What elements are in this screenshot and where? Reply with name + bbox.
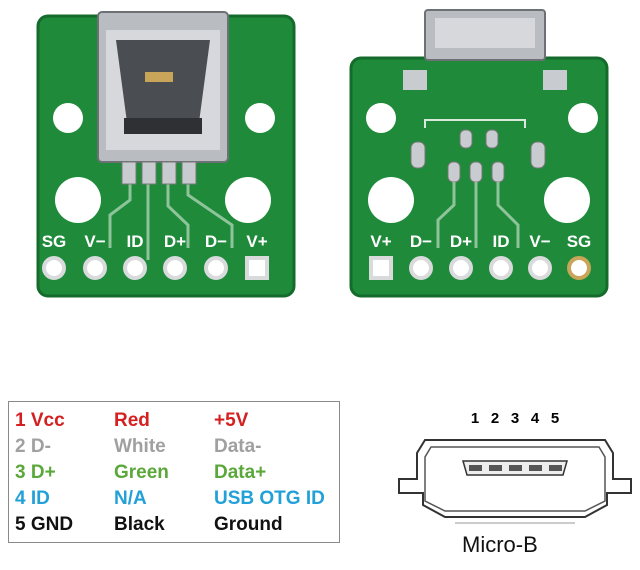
pin-label: D+ xyxy=(164,232,186,251)
mounting-hole xyxy=(368,177,414,223)
pinout-row: 1 Vcc Red +5V xyxy=(9,408,339,434)
pin-label: V+ xyxy=(246,232,267,251)
micro-usb-breakout-board: V+ D− D+ ID V− SG xyxy=(333,0,623,310)
pin-number: 1 Vcc xyxy=(15,410,65,431)
signal-name: Ground xyxy=(214,514,283,535)
pin-number: 2 D- xyxy=(15,436,51,457)
pin-label: D− xyxy=(410,232,432,251)
solder-pads xyxy=(369,256,591,280)
micro-b-connector-diagram: 1 2 3 4 5 xyxy=(395,405,635,565)
mounting-hole xyxy=(245,103,275,133)
pin-label: SG xyxy=(567,232,592,251)
traces xyxy=(108,178,234,260)
pin-number-label: 4 xyxy=(531,410,540,427)
mounting-hole xyxy=(366,103,396,133)
pin-number-label: 2 xyxy=(491,410,499,427)
signal-name: Data+ xyxy=(214,462,267,483)
pin-label: V+ xyxy=(370,232,391,251)
mini-usb-breakout-board: SG V− ID D+ D− V+ xyxy=(20,0,310,310)
mounting-hole xyxy=(55,177,101,223)
pin-number-label: 5 xyxy=(551,410,559,427)
pin-label: ID xyxy=(127,232,144,251)
pinout-row: 4 ID N/A USB OTG ID xyxy=(9,486,339,512)
mounting-hole xyxy=(544,177,590,223)
pinout-row: 3 D+ Green Data+ xyxy=(9,460,339,486)
traces xyxy=(436,182,520,248)
pinout-row: 2 D- White Data- xyxy=(9,434,339,460)
signal-name: USB OTG ID xyxy=(214,488,325,509)
pin-label: V− xyxy=(84,232,105,251)
wire-color: N/A xyxy=(114,488,147,509)
pinout-table: 1 Vcc Red +5V 2 D- White Data- 3 D+ Gree… xyxy=(8,401,340,543)
wire-color: Black xyxy=(114,514,165,535)
pin-number: 4 ID xyxy=(15,488,50,509)
signal-name: Data- xyxy=(214,436,262,457)
solder-pads xyxy=(42,256,269,280)
pin-number: 5 GND xyxy=(15,514,74,535)
pin-number: 3 D+ xyxy=(15,462,56,483)
wire-color: White xyxy=(114,436,166,457)
wire-color: Red xyxy=(114,410,150,431)
pin-label: ID xyxy=(493,232,510,251)
pin-label: V− xyxy=(529,232,550,251)
connector-shell xyxy=(398,439,632,518)
pin-label: D+ xyxy=(450,232,472,251)
mounting-hole xyxy=(225,177,271,223)
pin-number-label: 3 xyxy=(511,410,519,427)
pinout-row: 5 GND Black Ground xyxy=(9,512,339,538)
mounting-hole xyxy=(568,103,598,133)
connector-type-label: Micro-B xyxy=(462,532,538,557)
pin-label: SG xyxy=(42,232,67,251)
signal-name: +5V xyxy=(214,410,249,431)
pin-label: D− xyxy=(205,232,227,251)
pin-number-label: 1 xyxy=(471,410,479,427)
wire-color: Green xyxy=(114,462,169,483)
mounting-hole xyxy=(53,103,83,133)
